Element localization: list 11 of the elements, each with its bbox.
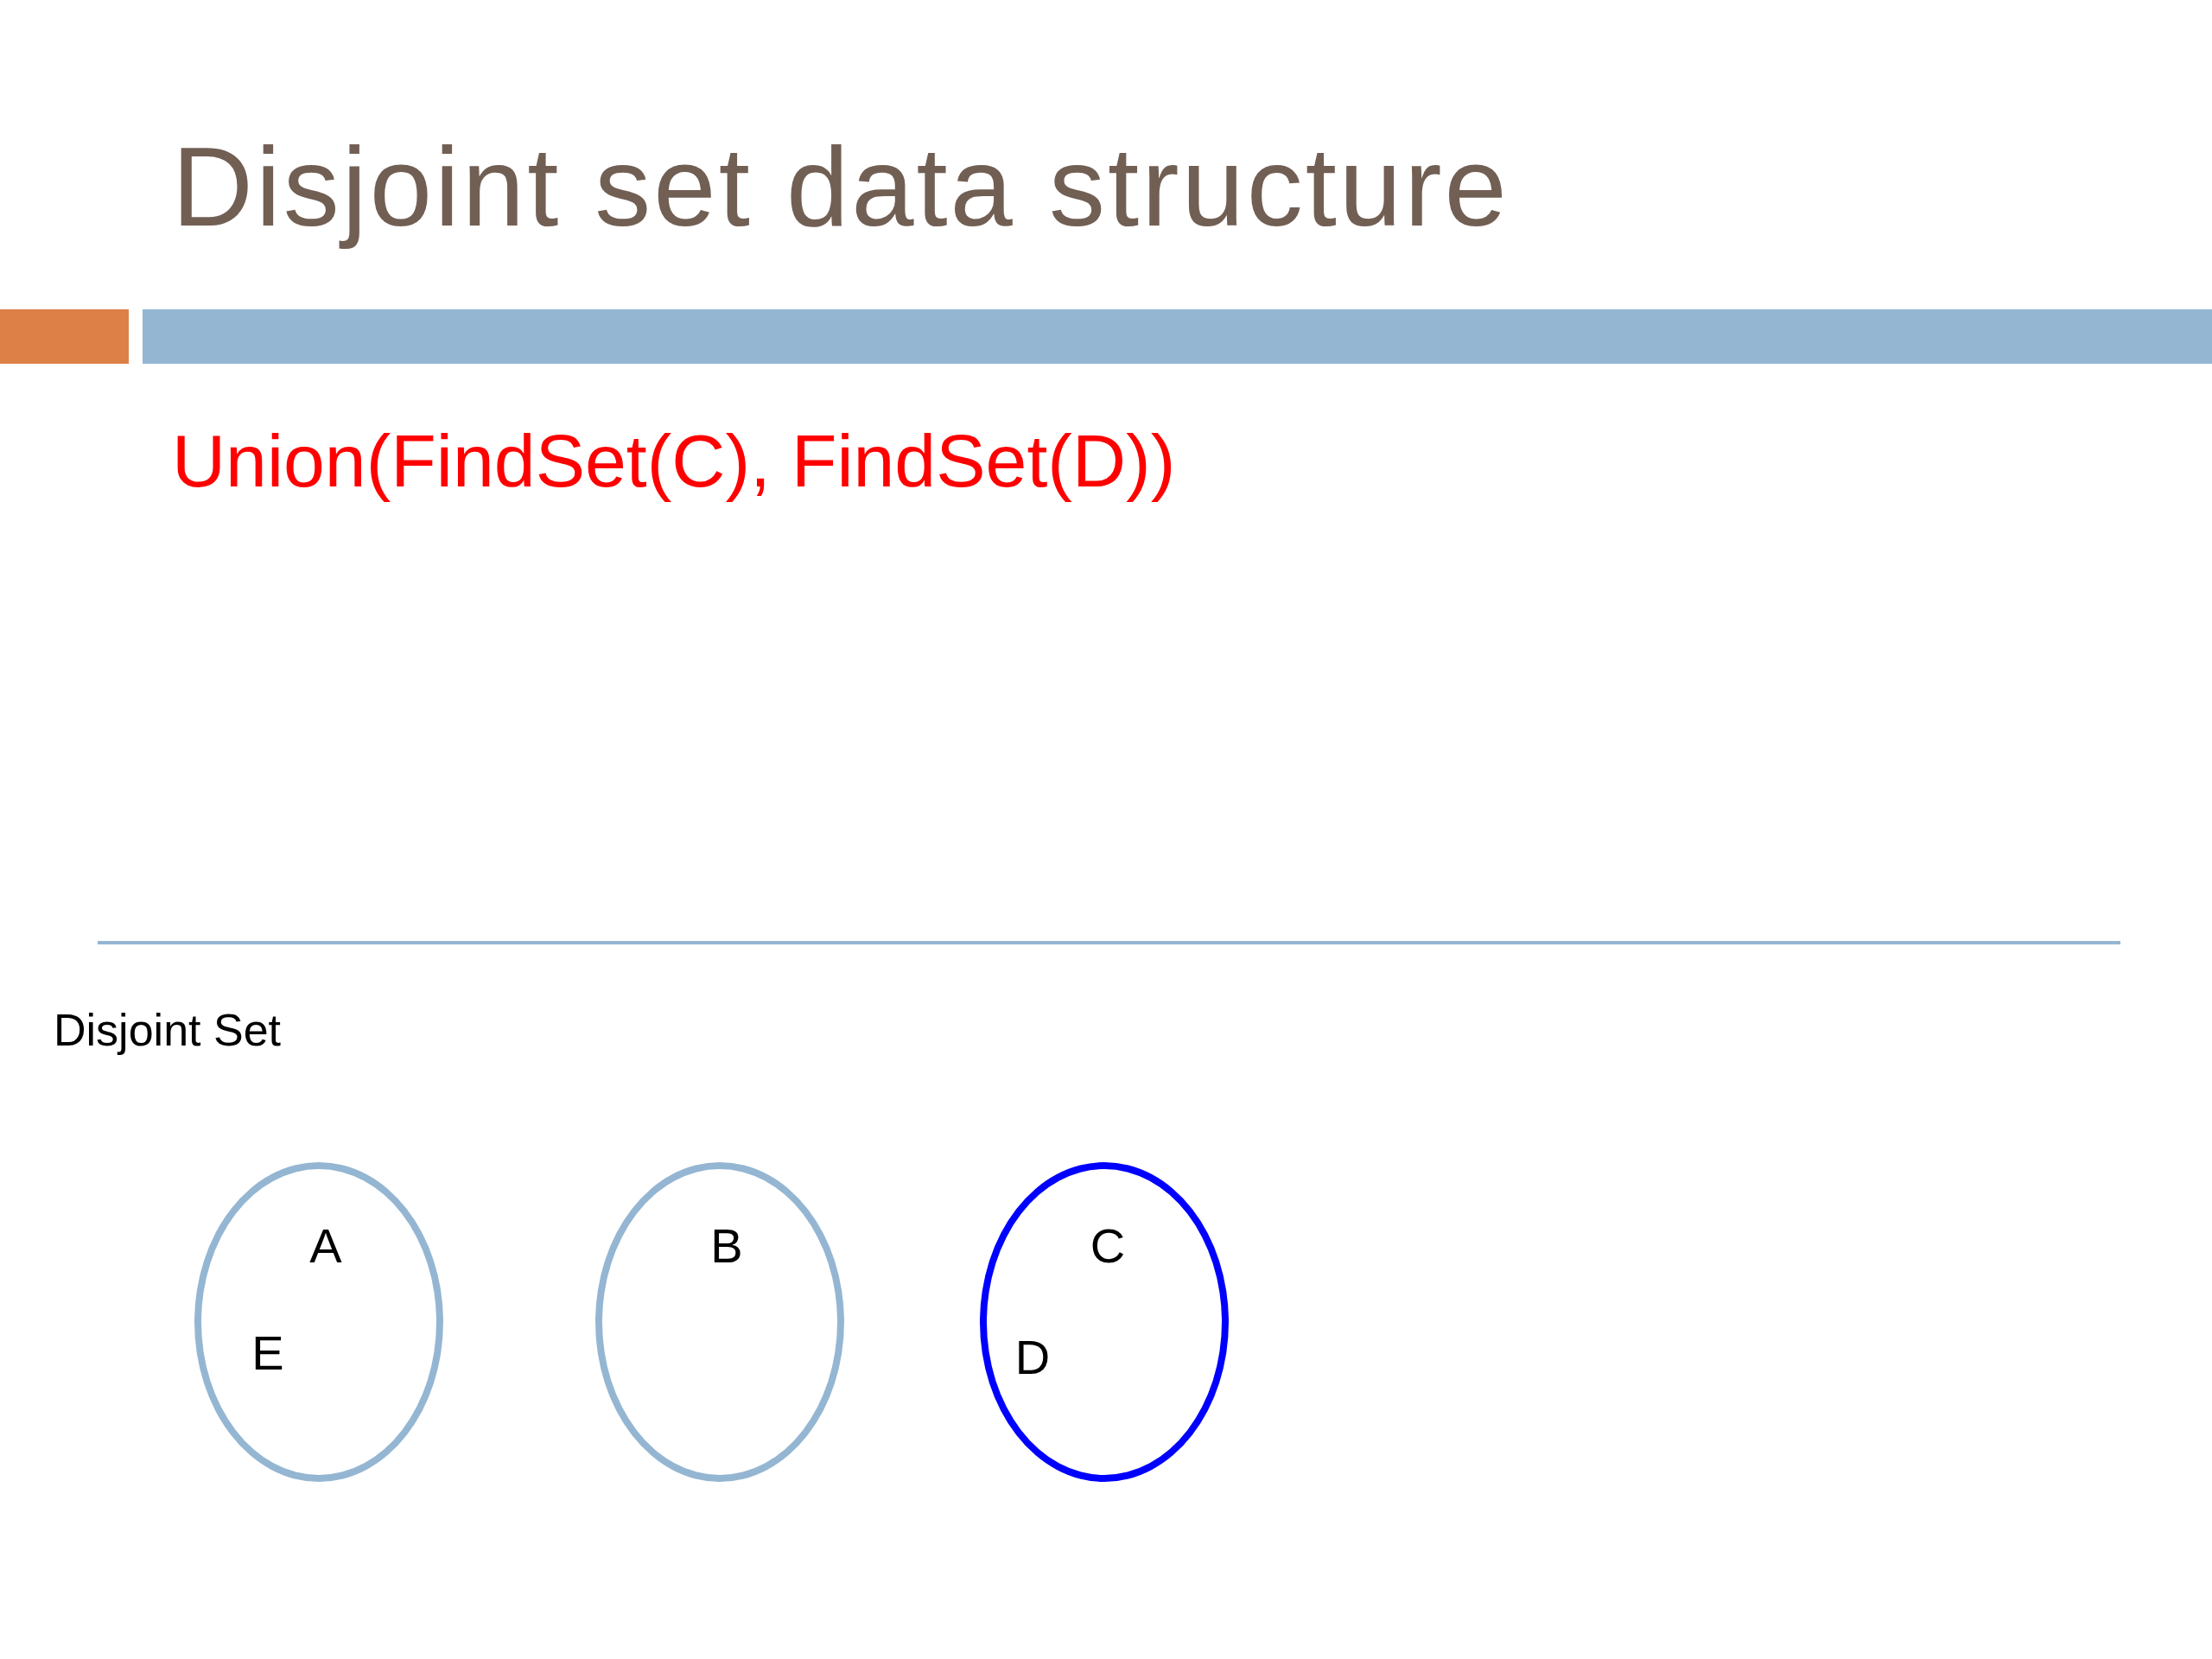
set-element-label: A [309, 1217, 342, 1275]
operation-expression: Union(FindSet(C), FindSet(D)) [172, 418, 1176, 504]
set-ellipse [595, 1162, 844, 1482]
set-element-label: B [710, 1217, 743, 1275]
set-element-label: D [1014, 1329, 1051, 1387]
section-label: Disjoint Set [54, 1004, 281, 1057]
set-ellipse [980, 1162, 1229, 1482]
set-element-label: E [251, 1325, 284, 1382]
set-element-label: C [1090, 1217, 1126, 1275]
set-ellipse [194, 1162, 443, 1482]
slide-title: Disjoint set data structure [172, 123, 1510, 251]
